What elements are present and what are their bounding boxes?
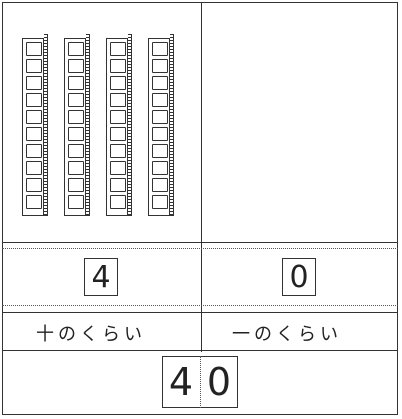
unit-cube [26, 161, 42, 175]
tens-rod [148, 34, 174, 216]
unit-cube [26, 195, 42, 209]
unit-cube [26, 76, 42, 90]
tens-rod [22, 34, 48, 216]
unit-cube [110, 59, 126, 73]
unit-cube [152, 93, 168, 107]
tens-digit-box: 4 [84, 258, 118, 296]
tens-rod-face [148, 38, 170, 216]
labels-row-divider [2, 350, 398, 351]
unit-cube [152, 110, 168, 124]
unit-cube [68, 178, 84, 192]
tens-rod-face [64, 38, 86, 216]
blocks-row-divider [2, 242, 398, 243]
unit-cube [152, 42, 168, 56]
unit-cube [26, 144, 42, 158]
unit-cube [68, 110, 84, 124]
ones-digit-box: 0 [282, 258, 316, 296]
tens-rod-side [128, 34, 132, 216]
ones-digit: 0 [289, 260, 308, 295]
unit-cube [110, 93, 126, 107]
unit-cube [110, 76, 126, 90]
digits-row-divider [2, 305, 398, 306]
unit-cube [152, 178, 168, 192]
unit-cube [26, 93, 42, 107]
tens-rods-group [22, 34, 172, 220]
unit-cube [26, 42, 42, 56]
unit-cube [68, 93, 84, 107]
number-tens-digit: 4 [162, 356, 200, 408]
unit-cube [110, 42, 126, 56]
tens-rod [64, 34, 90, 216]
unit-cube [110, 127, 126, 141]
unit-cube [152, 161, 168, 175]
unit-cube [68, 195, 84, 209]
blocks-row-divider-secondary [2, 248, 398, 249]
unit-cube [152, 76, 168, 90]
tens-rod [106, 34, 132, 216]
unit-cube [152, 195, 168, 209]
tens-place-label: 十のくらい [36, 320, 146, 346]
unit-cube [68, 76, 84, 90]
tens-rod-side [170, 34, 174, 216]
unit-cube [68, 127, 84, 141]
unit-cube [26, 110, 42, 124]
tens-rod-side [86, 34, 90, 216]
number-ones-digit: 0 [200, 356, 238, 408]
unit-cube [110, 110, 126, 124]
unit-cube [26, 127, 42, 141]
column-divider [201, 2, 202, 352]
unit-cube [26, 178, 42, 192]
unit-cube [152, 144, 168, 158]
tens-digit: 4 [91, 260, 110, 295]
unit-cube [68, 161, 84, 175]
unit-cube [152, 127, 168, 141]
tens-rod-face [106, 38, 128, 216]
ones-place-label: 一のくらい [232, 320, 342, 346]
unit-cube [68, 42, 84, 56]
unit-cube [110, 178, 126, 192]
unit-cube [110, 161, 126, 175]
unit-cube [68, 144, 84, 158]
tens-rod-face [22, 38, 44, 216]
unit-cube [110, 195, 126, 209]
unit-cube [110, 144, 126, 158]
tens-rod-side [44, 34, 48, 216]
unit-cube [26, 59, 42, 73]
unit-cube [68, 59, 84, 73]
unit-cube [152, 59, 168, 73]
digits-row-divider-secondary [2, 312, 398, 313]
